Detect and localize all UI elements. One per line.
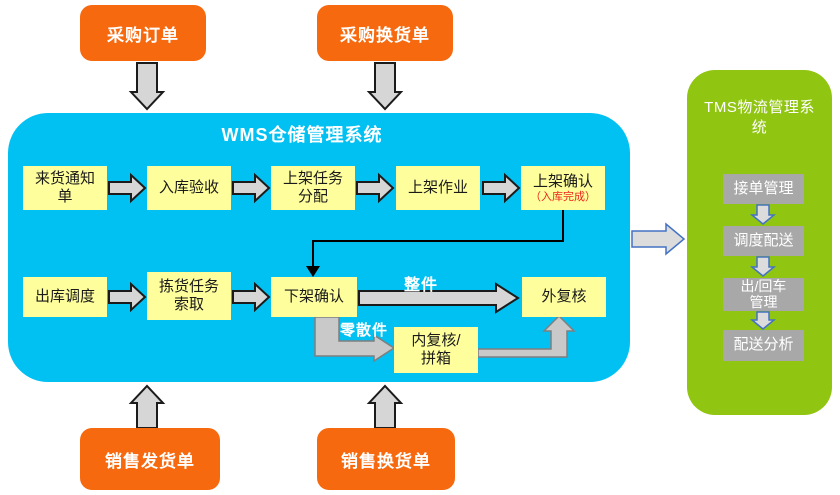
wms-title: WMS仓储管理系统 <box>221 125 383 145</box>
shelving-task-assign-label: 上架任务 <box>282 170 343 188</box>
wms-to-tms-arrow-icon <box>631 222 686 256</box>
vehicle-in-out-label: 出/回车 <box>740 277 787 294</box>
delivery-analysis-box: 配送分析 <box>723 330 804 361</box>
arrow-right-icon <box>108 281 147 313</box>
whole-piece-arrow-icon <box>358 282 520 314</box>
shelving-task-assign-box: 上架任务 分配 <box>271 166 355 210</box>
loose-piece-elbow-arrow-icon <box>314 316 396 363</box>
vehicle-in-out-label-line2: 管理 <box>749 293 778 310</box>
outbound-dispatch-box: 出库调度 <box>23 277 107 317</box>
arrow-down-icon <box>749 204 777 225</box>
shelving-operation-label: 上架作业 <box>407 179 468 197</box>
inner-recheck-label-line2: 拼箱 <box>420 350 451 367</box>
dispatch-delivery-label: 调度配送 <box>733 231 794 249</box>
outer-recheck-box: 外复核 <box>522 277 606 317</box>
outer-recheck-label: 外复核 <box>541 288 587 306</box>
picking-task-label-line2: 索取 <box>173 296 204 313</box>
recheck-elbow-arrow-icon <box>477 314 576 358</box>
sales-exchange-order-label: 销售换货单 <box>341 451 431 471</box>
whole-piece-label: 整件 <box>403 277 438 294</box>
arrow-up-icon <box>366 384 404 429</box>
inner-recheck-label: 内复核/ <box>411 332 461 350</box>
loose-piece-label: 零散件 <box>339 322 388 339</box>
tms-title-line2: 统 <box>751 119 768 137</box>
arrow-up-icon <box>128 384 166 429</box>
order-receiving-label: 接单管理 <box>733 179 794 197</box>
arrowhead-down-icon <box>306 266 320 277</box>
arrow-right-icon <box>356 172 395 204</box>
shelving-confirm-note: （入库完成） <box>530 190 596 203</box>
tms-title-line1: TMS物流管理系 <box>704 99 815 116</box>
sales-delivery-order-label: 销售发货单 <box>105 451 195 471</box>
purchase-order-label: 采购订单 <box>107 25 179 45</box>
sales-exchange-order-box: 销售换货单 <box>317 428 455 490</box>
arrow-down-icon <box>366 62 404 111</box>
purchase-order-box: 采购订单 <box>80 5 206 61</box>
shelving-task-assign-label-line2: 分配 <box>297 188 328 205</box>
tms-title: TMS物流管理系 统 <box>697 98 822 139</box>
inbound-inspection-box: 入库验收 <box>147 166 231 210</box>
delivery-analysis-label: 配送分析 <box>733 336 794 354</box>
arrow-down-icon <box>749 311 777 330</box>
inbound-inspection-label: 入库验收 <box>158 179 219 197</box>
arrow-right-icon <box>482 172 521 204</box>
order-receiving-box: 接单管理 <box>723 174 804 204</box>
return-flow-connector <box>312 210 564 267</box>
purchase-exchange-order-box: 采购换货单 <box>317 5 453 61</box>
picking-task-box: 拣货任务 索取 <box>147 272 231 320</box>
arrow-right-icon <box>232 281 271 313</box>
vehicle-in-out-box: 出/回车 管理 <box>723 278 804 311</box>
unshelve-confirm-label: 下架确认 <box>283 288 344 306</box>
incoming-notice-label-line2: 单 <box>57 188 73 205</box>
incoming-notice-label: 来货通知 <box>34 170 95 188</box>
arrow-right-icon <box>232 172 271 204</box>
dispatch-delivery-box: 调度配送 <box>723 226 804 256</box>
unshelve-confirm-box: 下架确认 <box>271 277 357 317</box>
outbound-dispatch-label: 出库调度 <box>34 288 95 306</box>
inner-recheck-box: 内复核/ 拼箱 <box>394 327 478 373</box>
shelving-confirm-label: 上架确认 <box>532 173 593 191</box>
incoming-notice-box: 来货通知 单 <box>23 166 107 210</box>
arrow-right-icon <box>108 172 147 204</box>
shelving-operation-box: 上架作业 <box>396 166 480 210</box>
arrow-down-icon <box>749 256 777 277</box>
arrow-down-icon <box>128 62 166 111</box>
purchase-exchange-order-label: 采购换货单 <box>340 25 430 45</box>
sales-delivery-order-box: 销售发货单 <box>80 428 220 490</box>
picking-task-label: 拣货任务 <box>158 278 219 296</box>
shelving-confirm-box: 上架确认 （入库完成） <box>521 166 605 210</box>
